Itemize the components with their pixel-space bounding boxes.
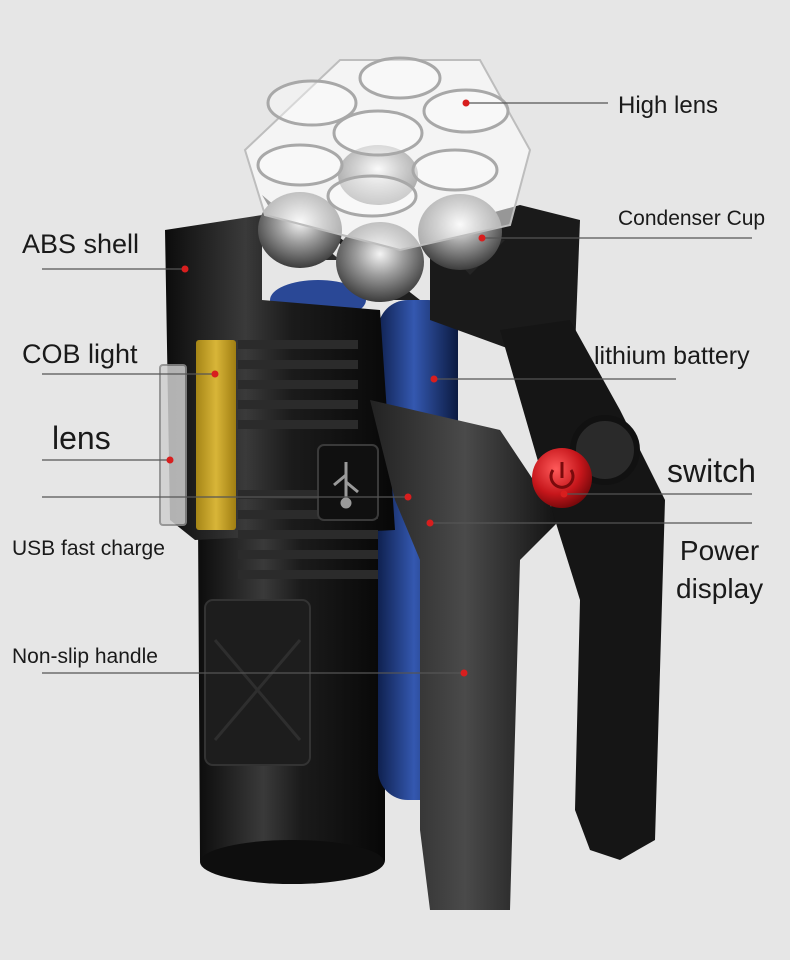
usb-icon	[333, 462, 359, 509]
lower-barrel	[198, 520, 385, 884]
label-non-slip-handle: Non-slip handle	[12, 645, 158, 668]
rear-handle	[500, 320, 665, 860]
label-cob-light: COB light	[22, 339, 138, 369]
label-power-display-line1: Power	[679, 535, 760, 566]
label-lens: lens	[52, 420, 111, 456]
power-icon	[549, 462, 575, 489]
label-condenser-cup: Condenser Cup	[618, 207, 766, 230]
front-handle	[370, 400, 560, 910]
label-power-display: Power display	[676, 532, 763, 608]
label-high-lens: High lens	[618, 92, 719, 119]
leader-lines	[42, 102, 752, 674]
label-power-display-line2: display	[676, 573, 764, 604]
label-switch: switch	[667, 453, 756, 489]
switch-button	[532, 448, 592, 508]
cob-panel	[196, 340, 236, 530]
marker-dots	[166, 99, 568, 677]
usb-port	[317, 444, 379, 521]
label-usb-fast-charge: USB fast charge	[12, 537, 165, 560]
label-lithium-battery: lithium battery	[594, 342, 750, 370]
lens-plate	[243, 56, 532, 252]
label-abs-shell: ABS shell	[22, 229, 140, 259]
